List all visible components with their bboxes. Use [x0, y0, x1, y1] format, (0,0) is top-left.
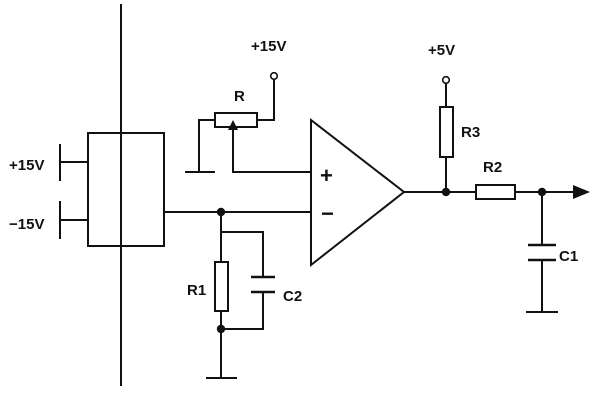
label-plus5: +5V — [428, 42, 455, 59]
label-plus15-left: +15V — [9, 157, 44, 174]
sensor-block — [87, 132, 165, 247]
potentiometer-R — [214, 112, 258, 128]
label-C2: C2 — [283, 288, 302, 305]
label-R3: R3 — [461, 124, 480, 141]
opamp-plus-sign: + — [320, 163, 333, 188]
opamp-triangle — [310, 117, 406, 268]
resistor-R2 — [475, 184, 516, 200]
resistor-R1 — [214, 261, 229, 312]
output-arrow — [573, 185, 590, 199]
terminal-plus15-top — [269, 71, 279, 81]
label-plus15-top: +15V — [251, 38, 286, 55]
wiper-arrow — [228, 120, 238, 130]
capacitor-C2 — [251, 275, 275, 294]
resistor-R3 — [439, 106, 454, 158]
capacitor-C1 — [528, 243, 556, 262]
opamp-minus-sign: − — [321, 201, 334, 226]
left-supply-plus15 — [59, 144, 89, 181]
wiper-line — [232, 126, 312, 173]
wire-c2-top — [220, 231, 264, 278]
wire-pot-left-to-ground — [198, 119, 216, 173]
label-minus15-left: −15V — [9, 216, 44, 233]
terminal-plus5 — [441, 75, 451, 85]
label-R1: R1 — [187, 282, 206, 299]
label-R2: R2 — [483, 159, 502, 176]
label-C1: C1 — [559, 248, 578, 265]
label-R: R — [234, 88, 245, 105]
wire-c2-bottom — [220, 291, 264, 330]
left-supply-minus15 — [59, 201, 89, 239]
